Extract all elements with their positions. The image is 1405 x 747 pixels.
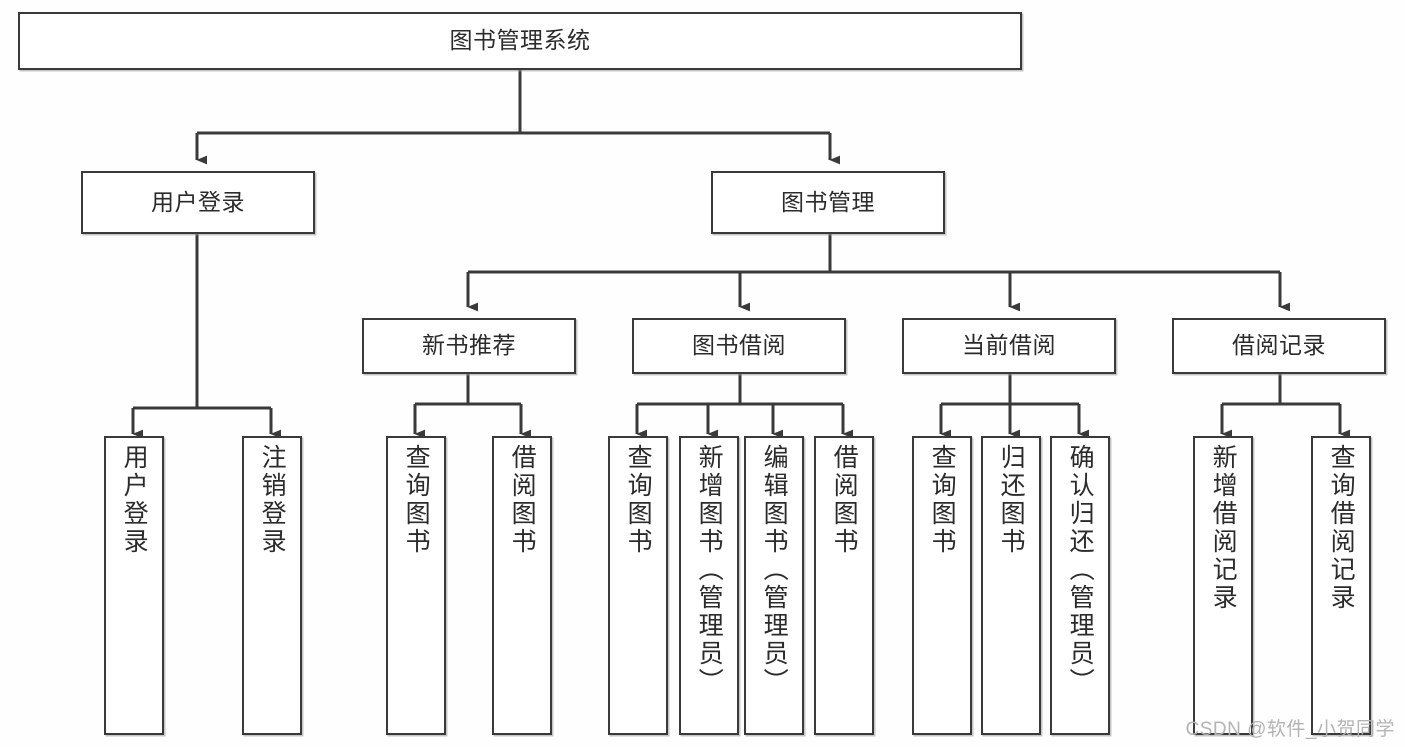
node-book-management[interactable]: 图书管理 — [711, 171, 945, 234]
leaf-current-confirm-return-label: 确认归还（管理员） — [1066, 444, 1095, 696]
leaf-borrow-edit-book-label: 编辑图书（管理员） — [760, 444, 789, 696]
leaf-borrow-add-book[interactable]: 新增图书（管理员） — [679, 436, 739, 735]
leaf-logout[interactable]: 注销登录 — [242, 436, 302, 735]
leaf-record-query-label: 查询借阅记录 — [1327, 444, 1356, 612]
leaf-borrow-edit-book[interactable]: 编辑图书（管理员） — [744, 436, 804, 735]
leaf-borrow-query-book-label: 查询图书 — [624, 444, 653, 556]
node-root-label: 图书管理系统 — [449, 27, 591, 54]
node-user-login-label: 用户登录 — [151, 188, 245, 215]
leaf-borrow-borrow-book-label: 借阅图书 — [830, 444, 859, 556]
leaf-current-return-book[interactable]: 归还图书 — [981, 436, 1041, 735]
leaf-current-return-book-label: 归还图书 — [997, 444, 1026, 556]
node-current-borrow-label: 当前借阅 — [962, 332, 1056, 359]
node-book-borrow[interactable]: 图书借阅 — [632, 318, 846, 374]
node-root[interactable]: 图书管理系统 — [18, 12, 1022, 70]
node-borrow-record-label: 借阅记录 — [1232, 332, 1326, 359]
node-current-borrow[interactable]: 当前借阅 — [902, 318, 1116, 374]
node-book-borrow-label: 图书借阅 — [692, 332, 786, 359]
leaf-current-query-book-label: 查询图书 — [928, 444, 957, 556]
leaf-borrow-query-book[interactable]: 查询图书 — [608, 436, 668, 735]
leaf-record-add[interactable]: 新增借阅记录 — [1193, 436, 1253, 735]
leaf-newbook-borrow-book[interactable]: 借阅图书 — [492, 436, 552, 735]
leaf-user-login[interactable]: 用户登录 — [104, 436, 164, 735]
leaf-user-login-label: 用户登录 — [120, 444, 149, 556]
node-user-login[interactable]: 用户登录 — [81, 171, 315, 234]
watermark: CSDN @软件_小贺同学 — [1185, 719, 1395, 740]
leaf-newbook-query-book-label: 查询图书 — [402, 444, 431, 556]
leaf-current-query-book[interactable]: 查询图书 — [912, 436, 972, 735]
leaf-record-query[interactable]: 查询借阅记录 — [1311, 436, 1371, 735]
leaf-borrow-borrow-book[interactable]: 借阅图书 — [814, 436, 874, 735]
leaf-logout-label: 注销登录 — [258, 444, 287, 556]
leaf-newbook-query-book[interactable]: 查询图书 — [386, 436, 446, 735]
node-borrow-record[interactable]: 借阅记录 — [1172, 318, 1386, 374]
leaf-newbook-borrow-book-label: 借阅图书 — [508, 444, 537, 556]
node-new-book-recommend[interactable]: 新书推荐 — [362, 318, 576, 374]
leaf-record-add-label: 新增借阅记录 — [1209, 444, 1238, 612]
node-new-book-recommend-label: 新书推荐 — [422, 332, 516, 359]
node-book-management-label: 图书管理 — [781, 188, 875, 215]
leaf-current-confirm-return[interactable]: 确认归还（管理员） — [1050, 436, 1110, 735]
leaf-borrow-add-book-label: 新增图书（管理员） — [695, 444, 724, 696]
